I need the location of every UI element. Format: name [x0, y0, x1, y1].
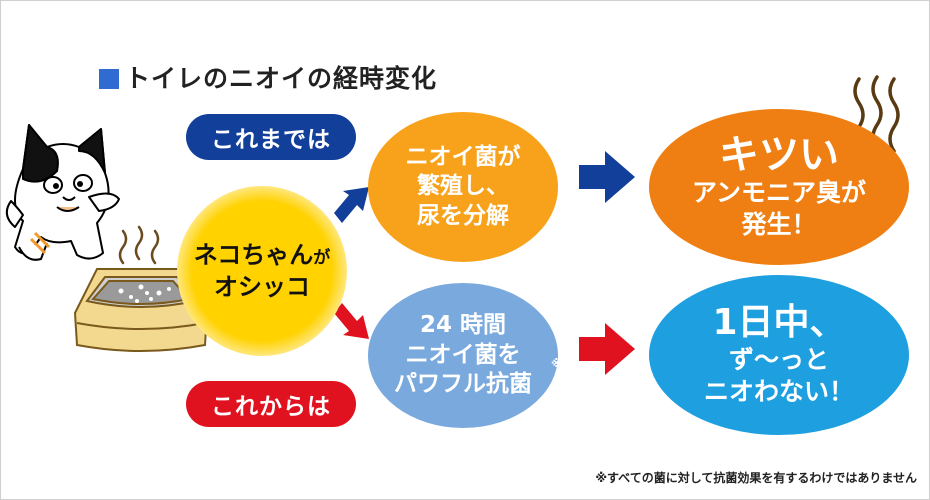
stink-wave-icon	[118, 225, 160, 265]
bacteria-growth-bubble: ニオイ菌が 繁殖し、 尿を分解	[368, 112, 558, 262]
footnote-mark: ※	[551, 357, 562, 370]
antibacterial-bubble: 24 時間 ニオイ菌を パワフル抗菌	[368, 283, 558, 428]
after-label: これからは	[186, 381, 356, 427]
urination-event: ネコちゃんが オシッコ	[177, 186, 347, 356]
diagram-title: トイレのニオイの経時変化	[99, 59, 437, 95]
title-square-icon	[99, 69, 119, 89]
cat-illustration	[5, 124, 120, 261]
footnote: ※すべての菌に対して抗菌効果を有するわけではありません	[595, 471, 917, 485]
before-label: これまでは	[186, 114, 356, 160]
no-odor-bubble: 1日中、 ず～っと ニオわない！	[649, 275, 909, 435]
arrow-icon	[334, 151, 635, 375]
ammonia-odor-bubble: キツい アンモニア臭が 発生！	[649, 109, 909, 265]
